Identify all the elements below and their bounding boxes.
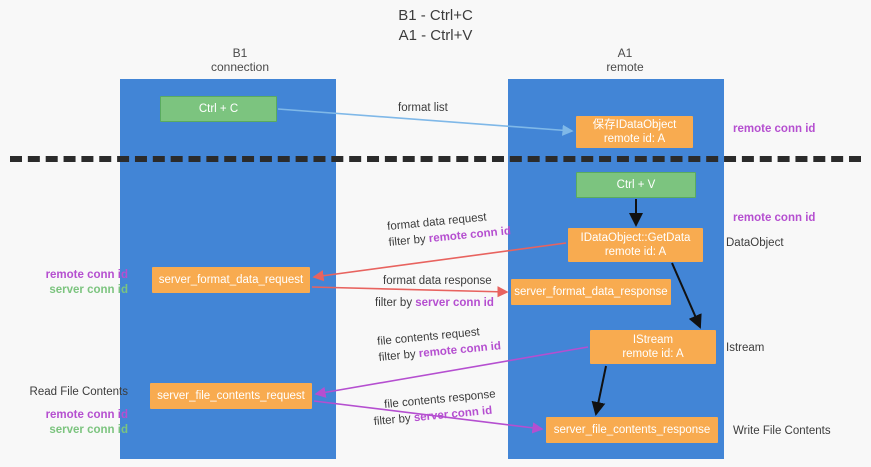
annotation-left-mid-remote: remote conn id	[45, 269, 128, 281]
node-save-idataobject-sub: remote id: A	[603, 133, 666, 145]
node-save-idataobject[interactable]: 保存IDataObject remote id: A	[576, 116, 693, 148]
flow-format-data-response-filter-key: server conn id	[415, 297, 494, 309]
node-ctrl-v[interactable]: Ctrl + V	[576, 172, 696, 198]
title-line-2: A1 - Ctrl+V	[398, 27, 473, 44]
column-a1-role: remote	[606, 60, 644, 74]
annotation-read-file-contents: Read File Contents	[29, 386, 128, 398]
node-server-file-contents-response[interactable]: server_file_contents_response	[546, 417, 718, 443]
node-server-format-data-response[interactable]: server_format_data_response	[511, 279, 671, 305]
node-ctrl-v-label: Ctrl + V	[616, 179, 656, 191]
annotation-left-mid-server: server conn id	[49, 284, 128, 296]
node-idataobject-getdata-sub: remote id: A	[604, 246, 667, 258]
title-line-1: B1 - Ctrl+C	[398, 7, 473, 24]
node-idataobject-getdata-label: IDataObject::GetData	[580, 232, 691, 244]
flow-format-data-response-text: format data response	[383, 275, 492, 287]
node-istream-sub: remote id: A	[622, 348, 684, 360]
flow-format-data-response-filter-prefix: filter by	[375, 297, 416, 309]
flow-format-list-text: format list	[398, 102, 448, 114]
flow-label-file-contents-request: file contents request filter by remote c…	[376, 322, 502, 366]
flow-label-format-data-response: format data response filter by server co…	[375, 273, 494, 311]
column-b1-name: B1	[232, 46, 248, 60]
annotation-left-bottom: Read File Contents remote conn id server…	[18, 385, 128, 438]
page-title: B1 - Ctrl+C A1 - Ctrl+V	[0, 6, 871, 46]
section-divider	[10, 156, 861, 162]
column-a1-name: A1	[617, 46, 633, 60]
node-server-format-data-request-label: server_format_data_request	[158, 274, 304, 286]
annotation-left-bottom-remote: remote conn id	[45, 409, 128, 421]
node-server-file-contents-request-label: server_file_contents_request	[157, 390, 305, 402]
node-server-file-contents-request[interactable]: server_file_contents_request	[150, 383, 312, 409]
annotation-left-mid: remote conn id server conn id	[18, 268, 128, 298]
node-ctrl-c[interactable]: Ctrl + C	[160, 96, 277, 122]
annotation-right-getdata-remote-conn-id: remote conn id	[733, 212, 816, 224]
node-idataobject-getdata[interactable]: IDataObject::GetData remote id: A	[568, 228, 703, 262]
flow-file-contents-request-filter-prefix: filter by	[378, 348, 420, 364]
flow-label-file-contents-response: file contents response filter by server …	[373, 386, 497, 429]
node-server-file-contents-response-label: server_file_contents_response	[553, 424, 711, 436]
column-b1-role: connection	[210, 60, 270, 74]
annotation-right-istream: Istream	[726, 342, 765, 354]
annotation-right-write-file-contents: Write File Contents	[733, 425, 831, 437]
flow-format-data-request-filter-prefix: filter by	[388, 233, 430, 249]
node-istream-label: IStream	[632, 334, 674, 346]
annotation-right-dataobject: DataObject	[726, 237, 784, 249]
node-ctrl-c-label: Ctrl + C	[198, 103, 239, 115]
column-header-a1: A1 remote	[535, 46, 715, 74]
flow-label-format-data-request: format data request filter by remote con…	[386, 207, 512, 251]
flow-file-contents-response-filter-prefix: filter by	[373, 412, 415, 429]
node-save-idataobject-label: 保存IDataObject	[592, 119, 677, 131]
flow-label-format-list: format list	[398, 100, 448, 116]
annotation-left-bottom-server: server conn id	[49, 424, 128, 436]
node-server-format-data-response-label: server_format_data_response	[514, 286, 668, 298]
annotation-right-top-remote-conn-id: remote conn id	[733, 123, 816, 135]
node-server-format-data-request[interactable]: server_format_data_request	[152, 267, 310, 293]
column-header-b1: B1 connection	[150, 46, 330, 74]
node-istream[interactable]: IStream remote id: A	[590, 330, 716, 364]
